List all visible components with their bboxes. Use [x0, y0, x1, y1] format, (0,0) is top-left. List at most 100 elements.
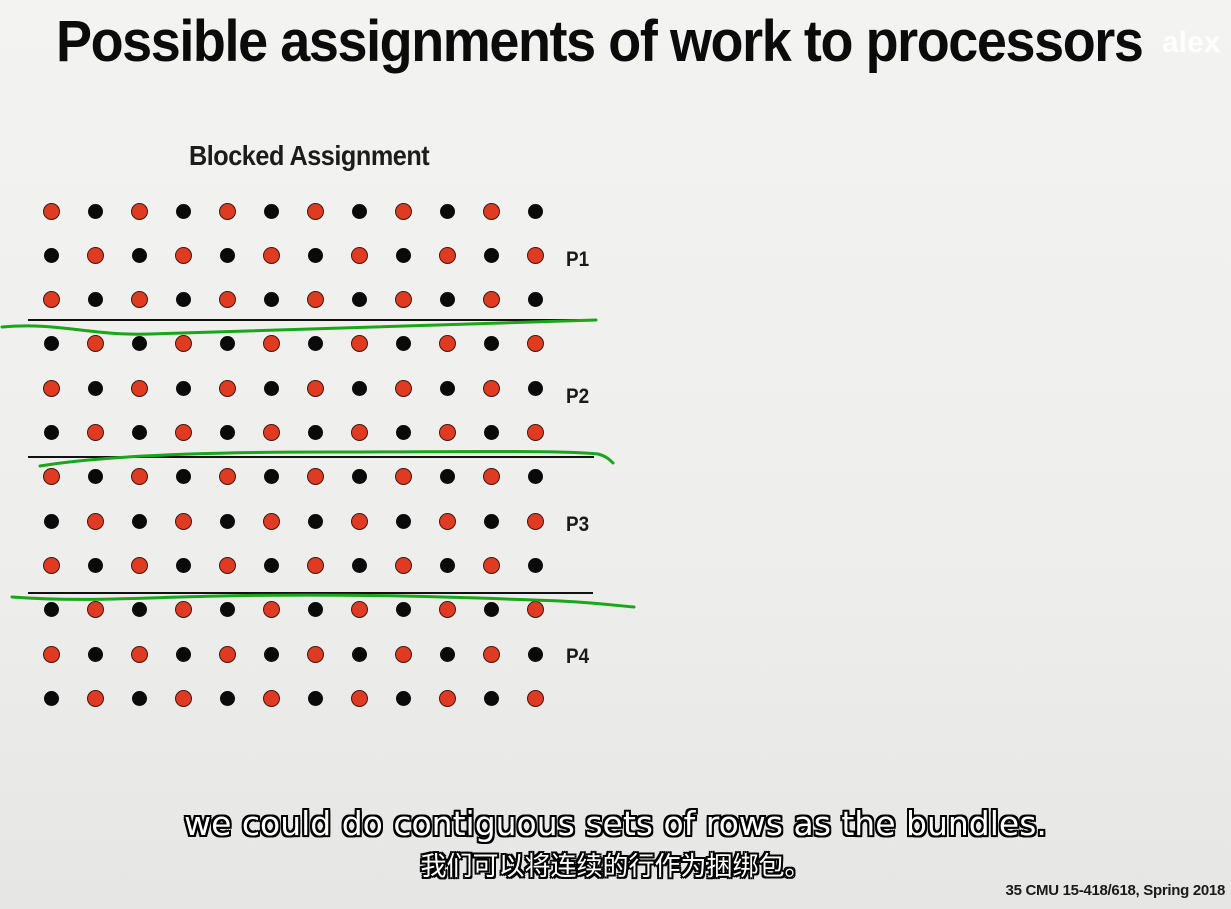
red-work-item-dot — [482, 645, 500, 663]
black-work-item-dot — [527, 203, 543, 219]
green-stroke-1 — [0, 318, 598, 336]
red-work-item-dot — [130, 202, 148, 220]
black-work-item-dot — [483, 247, 499, 263]
black-work-item-dot — [263, 380, 279, 396]
red-work-item-dot — [218, 556, 236, 574]
black-work-item-dot — [439, 557, 455, 573]
red-work-item-dot — [306, 556, 324, 574]
subtitle-chinese: 我们可以将连续的行作为捆绑包。 — [420, 852, 811, 882]
black-work-item-dot — [43, 513, 59, 529]
black-work-item-dot — [219, 425, 235, 440]
black-work-item-dot — [483, 425, 499, 440]
black-work-item-dot — [483, 690, 499, 706]
black-work-item-dot — [351, 469, 367, 485]
red-work-item-dot — [218, 645, 236, 663]
red-work-item-dot — [306, 291, 324, 309]
red-work-item-dot — [86, 246, 104, 264]
black-work-item-dot — [439, 380, 455, 396]
black-work-item-dot — [43, 690, 59, 706]
blocked-assignment-heading: Blocked Assignment — [189, 140, 430, 171]
black-work-item-dot — [439, 292, 455, 308]
black-work-item-dot — [527, 557, 543, 573]
red-work-item-dot — [174, 601, 192, 619]
red-work-item-dot — [42, 645, 60, 663]
red-work-item-dot — [130, 645, 148, 663]
red-work-item-dot — [350, 424, 368, 441]
black-work-item-dot — [527, 380, 543, 396]
black-work-item-dot — [527, 292, 543, 308]
black-work-item-dot — [395, 247, 411, 263]
red-work-item-dot — [262, 246, 280, 264]
red-work-item-dot — [86, 601, 104, 619]
red-work-item-dot — [262, 424, 280, 441]
red-work-item-dot — [262, 512, 280, 530]
black-work-item-dot — [175, 380, 191, 396]
black-work-item-dot — [87, 380, 103, 396]
processor-label-p4: P4 — [566, 645, 590, 668]
red-work-item-dot — [218, 291, 236, 309]
black-work-item-dot — [307, 513, 323, 529]
black-work-item-dot — [43, 247, 59, 263]
red-work-item-dot — [86, 424, 104, 441]
processor-label-p1: P1 — [566, 248, 590, 271]
red-work-item-dot — [218, 379, 236, 397]
black-work-item-dot — [307, 247, 323, 263]
black-work-item-dot — [175, 292, 191, 308]
black-work-item-dot — [263, 557, 279, 573]
black-work-item-dot — [395, 425, 411, 440]
black-work-item-dot — [395, 602, 411, 618]
black-work-item-dot — [483, 513, 499, 529]
black-work-item-dot — [395, 513, 411, 529]
black-work-item-dot — [175, 203, 191, 219]
red-work-item-dot — [350, 512, 368, 530]
black-work-item-dot — [351, 557, 367, 573]
red-work-item-dot — [262, 601, 280, 619]
red-work-item-dot — [262, 689, 280, 707]
red-work-item-dot — [350, 689, 368, 707]
red-work-item-dot — [526, 424, 544, 441]
black-work-item-dot — [43, 425, 59, 440]
red-work-item-dot — [174, 246, 192, 264]
black-work-item-dot — [395, 690, 411, 706]
red-work-item-dot — [350, 246, 368, 264]
watermark: alex — [1162, 26, 1221, 59]
red-work-item-dot — [86, 335, 104, 353]
red-work-item-dot — [42, 202, 60, 220]
red-work-item-dot — [438, 512, 456, 530]
red-work-item-dot — [174, 424, 192, 441]
black-work-item-dot — [87, 469, 103, 485]
slide-footer: 35 CMU 15-418/618, Spring 2018 — [1005, 882, 1226, 899]
black-work-item-dot — [263, 646, 279, 662]
black-work-item-dot — [351, 380, 367, 396]
black-work-item-dot — [351, 292, 367, 308]
red-work-item-dot — [482, 202, 500, 220]
black-work-item-dot — [87, 292, 103, 308]
red-work-item-dot — [438, 601, 456, 619]
red-work-item-dot — [42, 291, 60, 309]
black-work-item-dot — [307, 336, 323, 352]
black-work-item-dot — [395, 336, 411, 352]
black-work-item-dot — [87, 203, 103, 219]
black-work-item-dot — [439, 203, 455, 219]
red-work-item-dot — [394, 556, 412, 574]
red-work-item-dot — [174, 335, 192, 353]
red-work-item-dot — [130, 379, 148, 397]
black-work-item-dot — [219, 513, 235, 529]
black-work-item-dot — [527, 469, 543, 485]
black-work-item-dot — [219, 336, 235, 352]
red-work-item-dot — [438, 335, 456, 353]
black-work-item-dot — [43, 602, 59, 618]
red-work-item-dot — [262, 335, 280, 353]
red-work-item-dot — [42, 556, 60, 574]
black-work-item-dot — [131, 425, 147, 440]
black-work-item-dot — [483, 336, 499, 352]
red-work-item-dot — [482, 291, 500, 309]
black-work-item-dot — [131, 602, 147, 618]
red-work-item-dot — [130, 291, 148, 309]
green-stroke-3 — [10, 593, 636, 609]
black-work-item-dot — [87, 646, 103, 662]
red-work-item-dot — [482, 468, 500, 486]
red-work-item-dot — [526, 601, 544, 619]
black-work-item-dot — [483, 602, 499, 618]
